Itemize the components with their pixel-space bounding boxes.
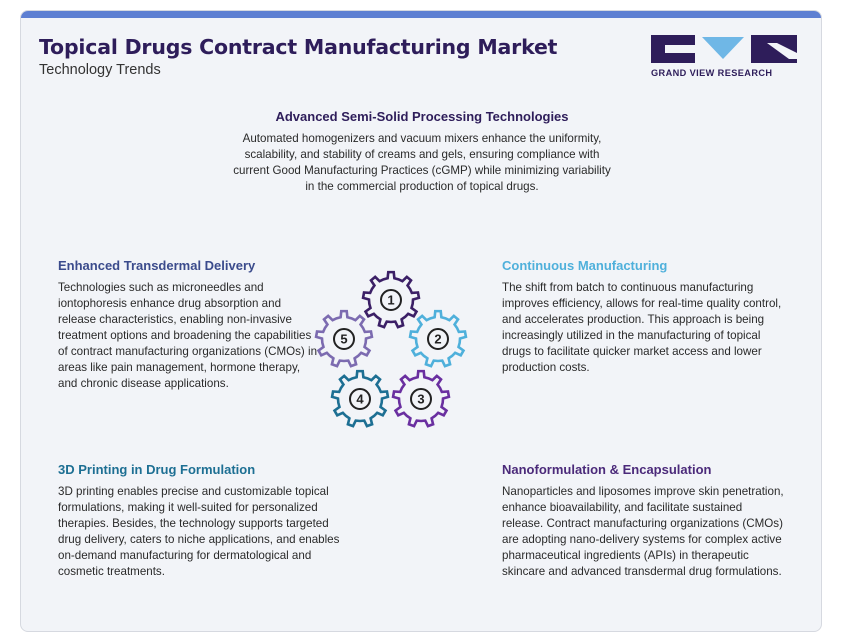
logo-text: GRAND VIEW RESEARCH bbox=[651, 68, 773, 78]
logo-mark-icon bbox=[651, 35, 797, 63]
trend-heading-3d-printing: 3D Printing in Drug Formulation bbox=[58, 462, 256, 477]
trend-text-transdermal: Technologies such as microneedles and io… bbox=[58, 281, 318, 390]
trend-text-3d-printing: 3D printing enables precise and customiz… bbox=[58, 485, 340, 578]
gear-3-number: 3 bbox=[417, 392, 424, 407]
gear-3-icon: 3 bbox=[391, 369, 451, 428]
page-subtitle: Technology Trends bbox=[39, 62, 161, 78]
trend-text-continuous: The shift from batch to continuous manuf… bbox=[502, 281, 782, 374]
trend-text-nanoformulation: Nanoparticles and liposomes improve skin… bbox=[502, 485, 784, 578]
trend-text-semi-solid: Automated homogenizers and vacuum mixers… bbox=[233, 132, 611, 193]
gear-5-number: 5 bbox=[340, 332, 347, 347]
grand-view-research-logo[interactable]: GRAND VIEW RESEARCH bbox=[651, 35, 799, 79]
gear-1-number: 1 bbox=[387, 293, 394, 308]
gears-graphic: 1 2 3 4 5 bbox=[314, 270, 468, 428]
trend-heading-semi-solid: Advanced Semi-Solid Processing Technolog… bbox=[275, 109, 569, 124]
top-accent-bar bbox=[21, 11, 821, 18]
trend-heading-nanoformulation: Nanoformulation & Encapsulation bbox=[502, 462, 712, 477]
gear-5-icon: 5 bbox=[314, 309, 374, 368]
gear-4-number: 4 bbox=[356, 392, 364, 407]
gear-4-icon: 4 bbox=[330, 369, 390, 428]
gear-2-number: 2 bbox=[434, 332, 441, 347]
gear-2-icon: 2 bbox=[408, 309, 468, 368]
gear-1-icon: 1 bbox=[361, 270, 421, 329]
trend-heading-continuous: Continuous Manufacturing bbox=[502, 258, 668, 273]
infographic-card: Topical Drugs Contract Manufacturing Mar… bbox=[20, 10, 822, 632]
page-title: Topical Drugs Contract Manufacturing Mar… bbox=[39, 35, 558, 59]
trend-heading-transdermal: Enhanced Transdermal Delivery bbox=[58, 258, 256, 273]
